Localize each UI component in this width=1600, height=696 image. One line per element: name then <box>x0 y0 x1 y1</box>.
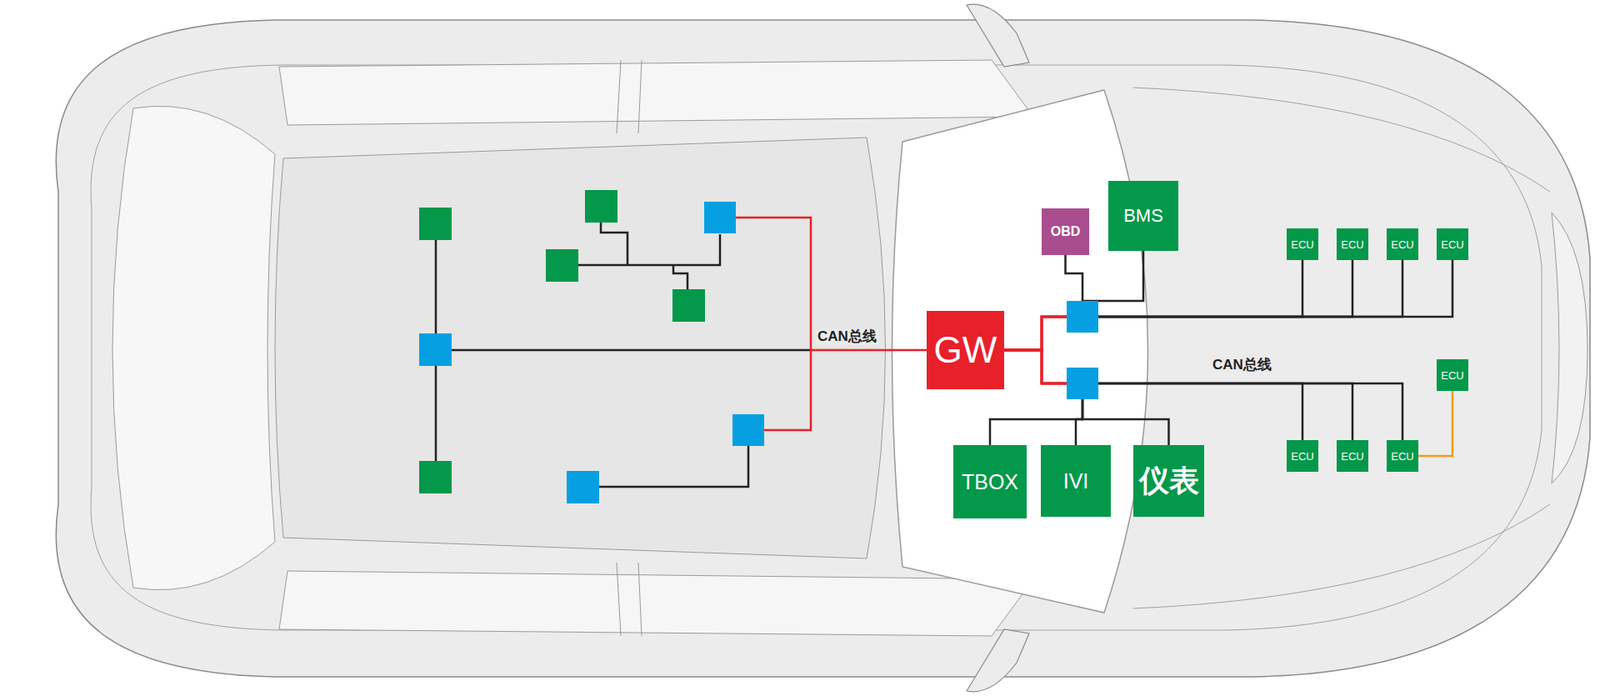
pillar-line <box>638 60 642 134</box>
side-window-top <box>279 60 1034 125</box>
bus-segment <box>1418 390 1453 456</box>
node-label: ECU <box>1390 450 1414 462</box>
ecu-box: ECU <box>1286 440 1319 472</box>
mirror <box>966 629 1030 692</box>
bus-segment <box>1082 260 1403 317</box>
can-connector <box>1004 350 1353 440</box>
ecu-box: IVI <box>1040 445 1111 517</box>
can-connector <box>1004 260 1453 350</box>
port-box: OBD <box>1041 208 1090 255</box>
ecu-box: 仪表 <box>1133 445 1205 517</box>
node-label: GW <box>934 331 998 369</box>
can-connector <box>1004 350 1170 445</box>
ecu-square <box>419 460 452 494</box>
node-label: 仪表 <box>1139 465 1200 496</box>
switch-square <box>566 470 600 504</box>
node-label: ECU <box>1290 239 1314 250</box>
bus-label: CAN总线 <box>1210 357 1274 374</box>
rear-window <box>112 105 275 590</box>
node-label: IVI <box>1063 470 1090 492</box>
node-label: ECU <box>1440 370 1464 381</box>
bus-segment <box>1082 383 1403 440</box>
ecu-box: ECU <box>1386 228 1419 260</box>
windshield <box>892 90 1149 613</box>
hood-line <box>1133 87 1550 609</box>
switch-square <box>732 414 765 446</box>
ecu-square <box>545 249 579 282</box>
mirror <box>966 4 1030 67</box>
switch-square <box>419 333 452 366</box>
pillar-line <box>616 562 621 636</box>
ecu-box: BMS <box>1108 180 1179 251</box>
node-label: ECU <box>1440 239 1464 250</box>
bus-wire <box>435 349 811 352</box>
bus-segment <box>1082 260 1303 317</box>
can-connector <box>1004 350 1403 440</box>
bus-wire <box>810 349 927 352</box>
bus-wire <box>599 445 749 487</box>
ecu-box: ECU <box>1386 440 1419 472</box>
node-label: ECU <box>1390 239 1414 250</box>
ecu-box: ECU <box>1286 228 1319 260</box>
node-label: BMS <box>1123 206 1164 225</box>
can-connector <box>1418 390 1453 456</box>
switch-square <box>1066 367 1099 400</box>
bus-wire <box>600 222 628 265</box>
bus-wire <box>735 217 811 430</box>
bus-label: CAN总线 <box>815 329 879 345</box>
node-label: ECU <box>1340 450 1364 462</box>
bus-segment <box>1082 383 1303 440</box>
bus-wire <box>673 265 688 290</box>
can-connector <box>1004 250 1144 350</box>
side-window-bottom <box>279 570 1034 636</box>
bus-segment <box>1082 260 1353 317</box>
node-label: ECU <box>1340 239 1364 250</box>
ecu-square <box>419 207 452 240</box>
ecu-box: ECU <box>1336 440 1369 472</box>
ecu-box: TBOX <box>953 445 1027 519</box>
can-connector <box>1004 350 1303 440</box>
can-connector <box>1004 260 1403 350</box>
node-label: OBD <box>1050 225 1081 239</box>
can-connector <box>1004 260 1303 350</box>
ecu-box: ECU <box>1336 228 1369 260</box>
ecu-square <box>585 190 618 223</box>
pillar-line <box>638 562 642 636</box>
car-inner-outline <box>90 65 1542 630</box>
bus-segment <box>1082 260 1453 317</box>
ecu-box: ECU <box>1436 359 1469 391</box>
roof <box>275 137 886 559</box>
pillar-line <box>616 60 621 134</box>
ecu-box: ECU <box>1436 228 1469 260</box>
node-label: TBOX <box>961 471 1019 493</box>
ecu-square <box>672 289 705 322</box>
car-body <box>55 20 1590 677</box>
can-connector <box>1004 260 1353 350</box>
switch-square <box>704 201 736 234</box>
headlight <box>1551 212 1588 484</box>
gateway-box: GW <box>926 310 1005 390</box>
ecu-squares <box>419 190 705 494</box>
switch-square <box>1066 300 1099 333</box>
bus-segment <box>1082 383 1353 440</box>
node-label: ECU <box>1290 450 1314 462</box>
bus-wire <box>578 234 720 265</box>
bus-wires <box>435 217 927 487</box>
